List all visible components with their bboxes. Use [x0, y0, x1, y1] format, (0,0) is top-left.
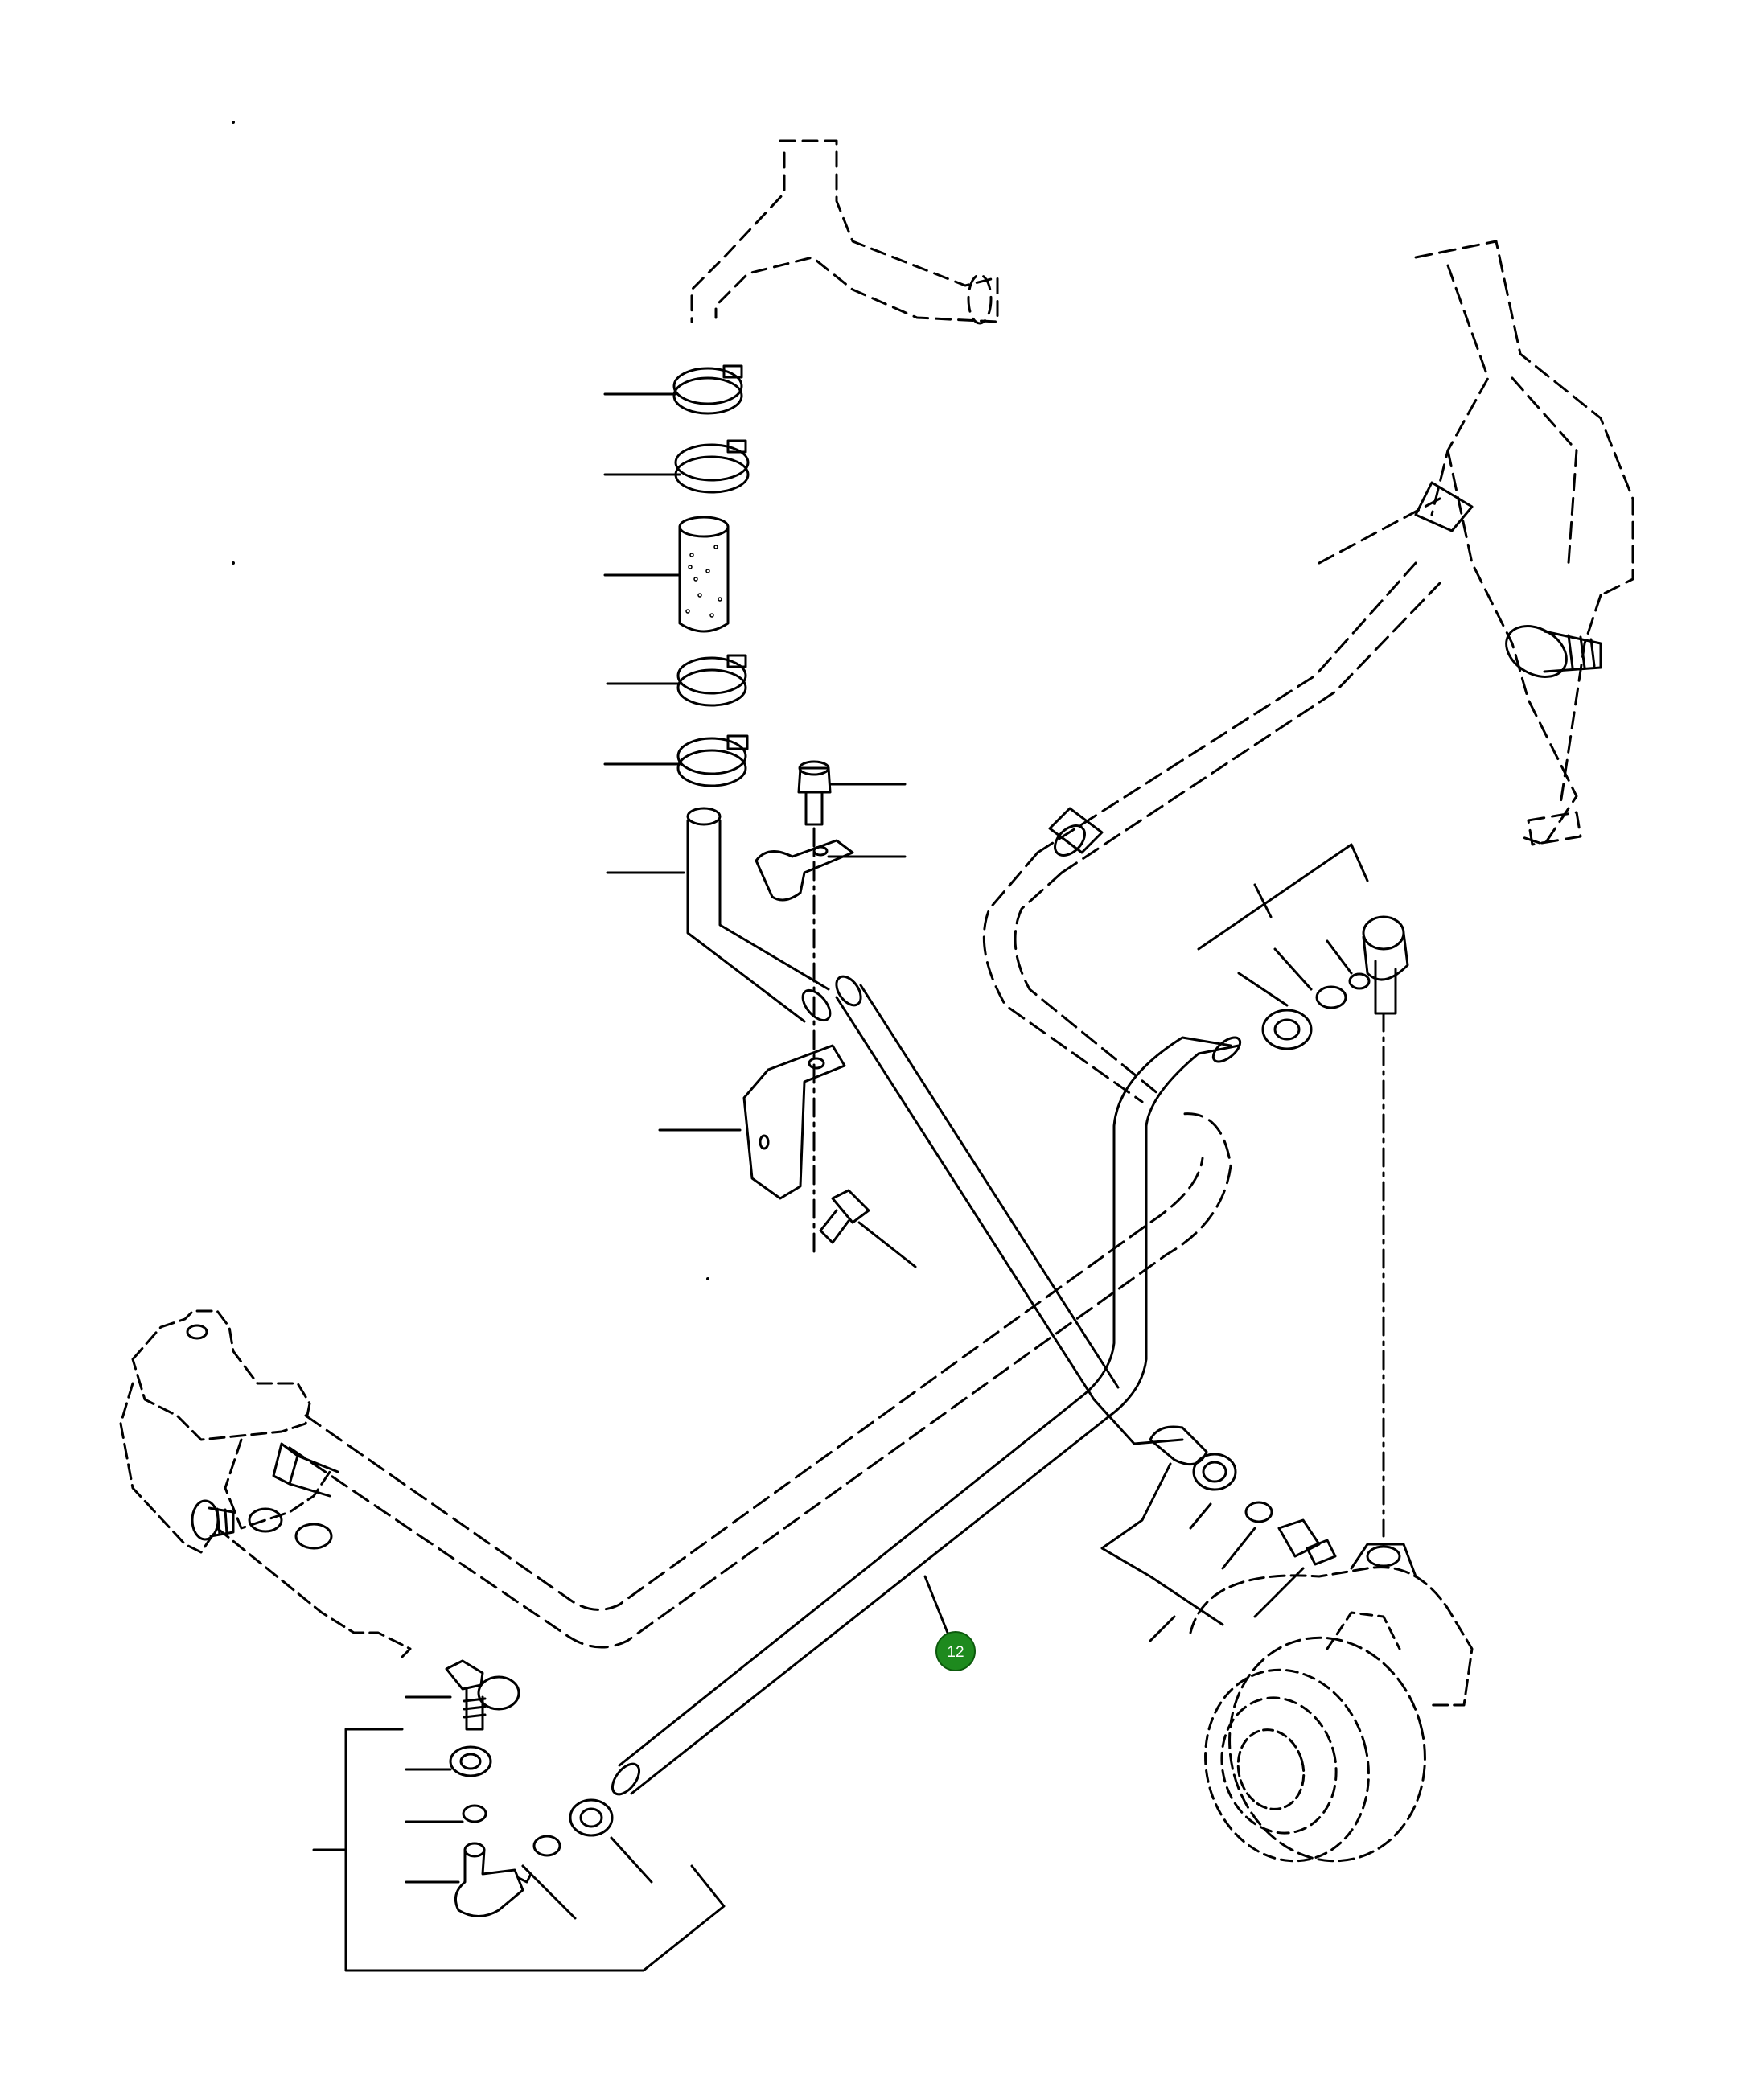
hose-clamp-second	[674, 439, 750, 494]
phantom-route-lines	[288, 561, 1441, 1649]
nut-upper-right	[1261, 1009, 1313, 1050]
hotspot-label-12: 12	[947, 1644, 964, 1661]
hose-clamp-upper	[672, 364, 743, 415]
elbow-fitting-lower-left	[454, 1842, 532, 1917]
upper-heater-pipe	[690, 139, 999, 325]
elbow-fitting-lower-left-top	[445, 1659, 520, 1731]
upper-right-shaft	[1505, 625, 1602, 846]
nut-lower-left	[449, 1745, 492, 1777]
nut-lower-middle	[569, 1798, 614, 1837]
pipe-item-12	[611, 1036, 1242, 1796]
pipe-clip	[755, 839, 854, 902]
hose-clamp-third	[676, 654, 747, 707]
hose-clamp-lower	[676, 734, 749, 787]
left-machine	[119, 1309, 412, 1658]
main-diagonal-pipe	[835, 975, 1184, 1445]
fitting-elbow-upper-right	[1362, 915, 1409, 1015]
leader-lines-lower-left	[312, 1695, 726, 1972]
fittings-lower-right	[1100, 1425, 1337, 1642]
bolt-upper	[797, 760, 907, 858]
rubber-hose	[678, 516, 730, 633]
ferrule-lower-middle	[532, 1835, 561, 1857]
ferrule-lower-left	[462, 1804, 487, 1823]
compressor	[1189, 1543, 1474, 1863]
left-machine-fittings	[186, 1324, 339, 1550]
upper-right-machine	[1414, 240, 1634, 846]
pipe-bracket	[742, 1044, 846, 1200]
upper-bent-pipe	[686, 807, 832, 1023]
bracket-lines-upper-right	[1197, 843, 1385, 1538]
stray-specks	[232, 121, 709, 1280]
hotspot-marker-12[interactable]: 12	[935, 1631, 976, 1671]
bolt-lower	[819, 1189, 917, 1268]
leader-lines-left	[603, 392, 742, 1132]
ferrule-upper-right	[1315, 972, 1371, 1009]
